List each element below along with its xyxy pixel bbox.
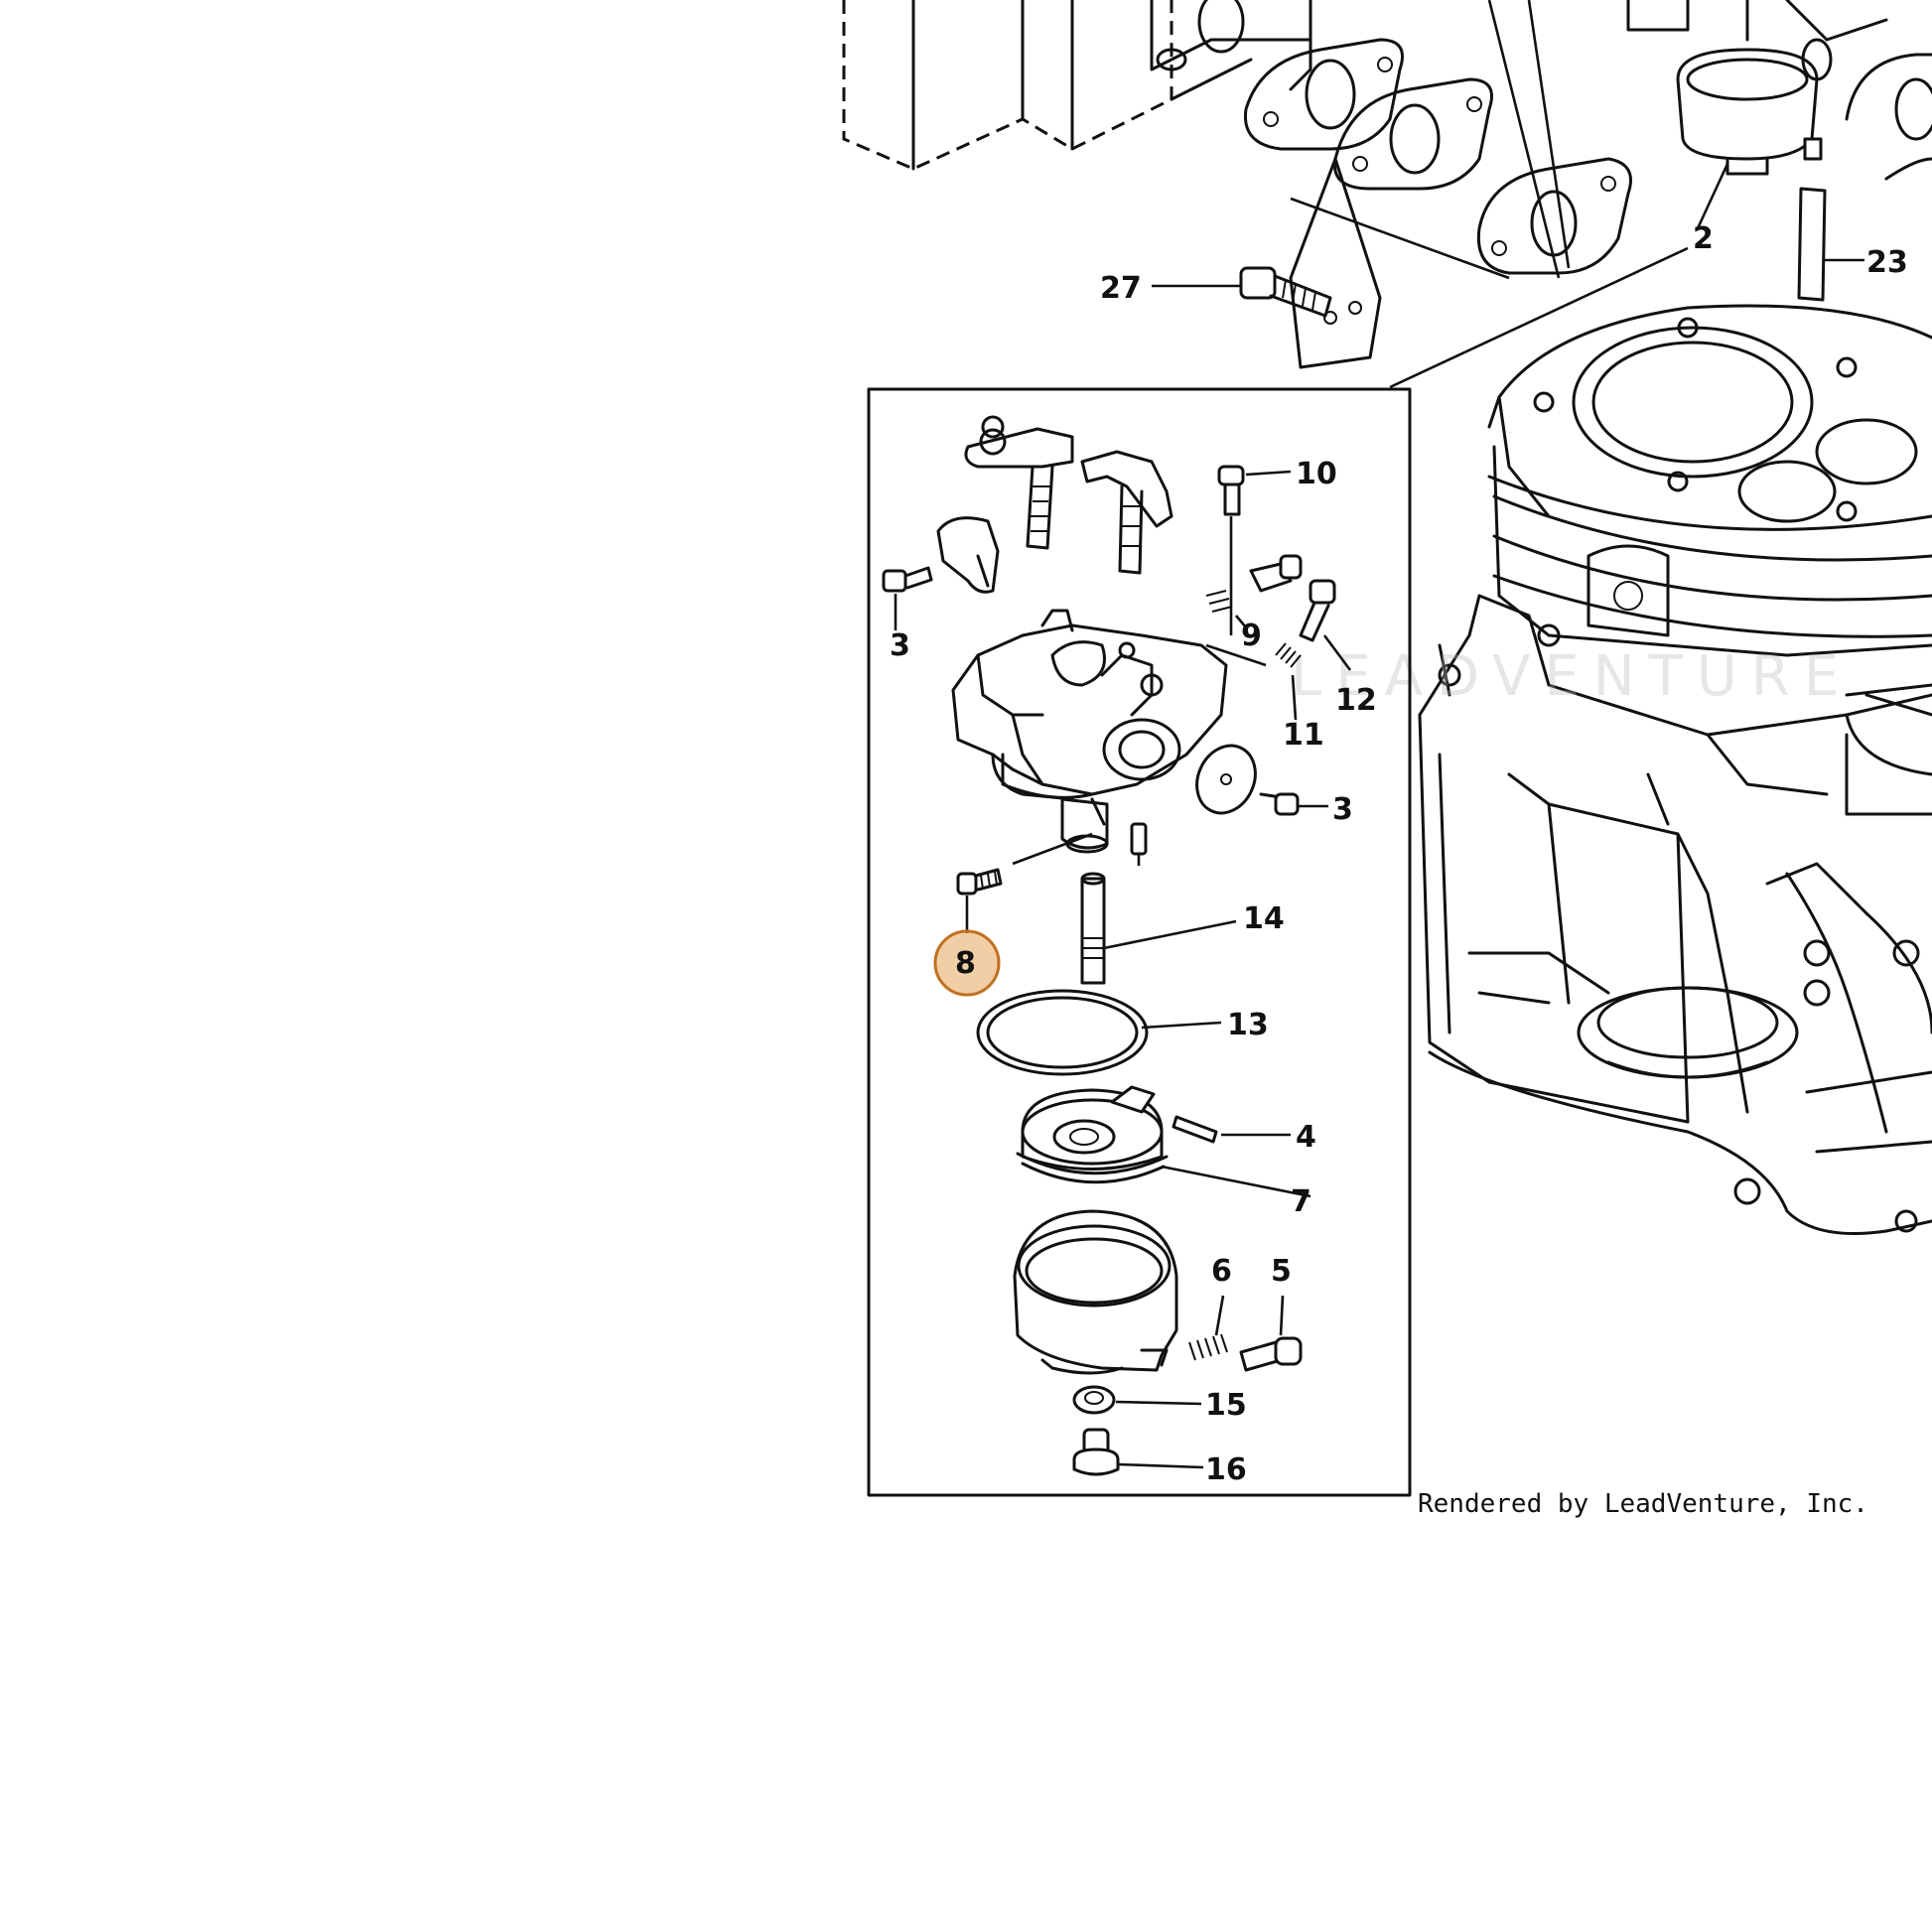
callout-3-left[interactable]: 3	[890, 628, 910, 663]
callout-9[interactable]: 9	[1241, 619, 1262, 653]
callout-23[interactable]: 23	[1866, 245, 1908, 280]
washer-15	[1072, 1385, 1202, 1415]
float-pin-4	[1172, 1115, 1291, 1144]
highlight-callout-8[interactable]	[933, 929, 1001, 997]
carburetor-body	[951, 609, 1228, 866]
callout-4[interactable]: 4	[1296, 1120, 1316, 1155]
carburetor-preview	[1626, 0, 1932, 181]
callout-12[interactable]: 12	[1335, 683, 1377, 718]
rendered-by-credit: Rendered by LeadVenture, Inc.	[1418, 1489, 1868, 1519]
intake-gaskets	[1243, 0, 1632, 369]
idle-screw-9	[1205, 554, 1303, 628]
callout-11[interactable]: 11	[1283, 718, 1324, 753]
screw-5	[1239, 1295, 1303, 1372]
leader-8-upper	[1012, 832, 1093, 866]
callout-3-right[interactable]: 3	[1332, 792, 1353, 827]
needle-screw-12	[1299, 579, 1352, 671]
screw-3-left	[882, 566, 933, 630]
callout-10[interactable]: 10	[1296, 457, 1337, 491]
leader-2b	[1389, 246, 1689, 389]
bolt-27	[1239, 266, 1332, 318]
callout-14[interactable]: 14	[1243, 901, 1285, 936]
choke-plate	[1195, 744, 1257, 815]
callout-7[interactable]: 7	[1291, 1184, 1311, 1219]
screw-10	[1217, 465, 1292, 635]
carburetor-inset-frame	[867, 387, 1412, 1497]
throttle-shaft-lever	[964, 415, 1074, 550]
drain-bolt-16	[1072, 1428, 1204, 1476]
pin-23	[1797, 137, 1827, 302]
callout-6[interactable]: 6	[1211, 1254, 1232, 1289]
engine-housing-top	[842, 0, 1312, 171]
main-nozzle-14	[1080, 872, 1237, 985]
choke-shaft-lever	[1080, 450, 1173, 575]
float-7	[1016, 1085, 1311, 1198]
watermark-text: LEADVENTURE	[1291, 644, 1853, 709]
callout-2[interactable]: 2	[1693, 221, 1714, 256]
throttle-plate	[936, 516, 1000, 594]
spring-6	[1188, 1295, 1228, 1361]
float-bowl	[1013, 1209, 1178, 1375]
bowl-gasket-13	[976, 989, 1222, 1076]
callout-8[interactable]: 8	[955, 946, 976, 981]
spring-11	[1205, 642, 1302, 721]
callout-27[interactable]: 27	[1100, 271, 1142, 306]
callout-15[interactable]: 15	[1205, 1388, 1247, 1423]
screw-3-right	[1259, 792, 1328, 816]
engine-block	[1418, 304, 1932, 1235]
callout-5[interactable]: 5	[1271, 1254, 1292, 1289]
callout-16[interactable]: 16	[1205, 1452, 1247, 1487]
leader-2	[1696, 163, 1729, 229]
jet-8	[956, 868, 1003, 933]
callout-13[interactable]: 13	[1227, 1008, 1269, 1042]
